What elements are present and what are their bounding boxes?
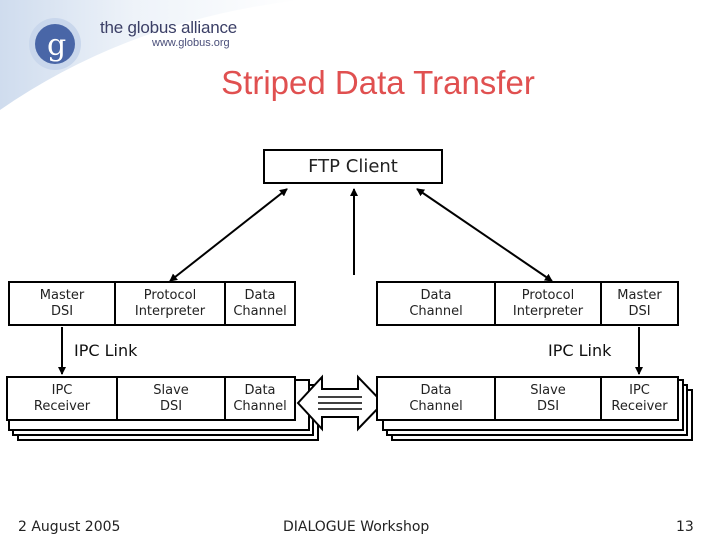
ipc-link-left-label: IPC Link (74, 341, 138, 360)
globus-logo-icon: g (29, 18, 81, 70)
right-protocol-interpreter-label: Protocol Interpreter (512, 287, 584, 319)
right-data-channel-top-label: Data Channel (409, 287, 463, 319)
right-protocol-interpreter: Protocol Interpreter (494, 281, 602, 326)
left-data-channel-top-label: Data Channel (233, 287, 287, 319)
right-data-channel-bottom-label: Data Channel (409, 382, 463, 414)
right-data-channel-bottom: Data Channel (376, 376, 496, 421)
arrow-ftp-right (416, 188, 553, 282)
right-slave-dsi: Slave DSI (494, 376, 602, 421)
footer-event: DIALOGUE Workshop (283, 519, 430, 535)
left-data-channel-bottom: Data Channel (224, 376, 296, 421)
left-ipc-receiver: IPC Receiver (6, 376, 118, 421)
ipc-link-right-label: IPC Link (548, 341, 612, 360)
logo-url: www.globus.org (152, 37, 230, 49)
left-ipc-receiver-label: IPC Receiver (33, 382, 91, 414)
ftp-client-box: FTP Client (263, 149, 443, 184)
arrow-ftp-left (169, 188, 288, 282)
slide-title: Striped Data Transfer (221, 64, 535, 101)
right-master-dsi: Master DSI (600, 281, 679, 326)
left-slave-dsi: Slave DSI (116, 376, 226, 421)
right-slave-dsi-label: Slave DSI (530, 382, 566, 414)
left-master-dsi: Master DSI (8, 281, 116, 326)
right-data-channel-top: Data Channel (376, 281, 496, 326)
footer-date: 2 August 2005 (18, 519, 121, 535)
left-protocol-interpreter: Protocol Interpreter (114, 281, 226, 326)
left-master-dsi-label: Master DSI (39, 287, 85, 319)
right-ipc-receiver: IPC Receiver (600, 376, 679, 421)
left-data-channel-top: Data Channel (224, 281, 296, 326)
left-protocol-interpreter-label: Protocol Interpreter (134, 287, 206, 319)
left-data-channel-bottom-label: Data Channel (233, 382, 287, 414)
left-slave-dsi-label: Slave DSI (153, 382, 189, 414)
right-master-dsi-label: Master DSI (617, 287, 662, 319)
right-ipc-receiver-label: IPC Receiver (611, 382, 668, 414)
logo-name: the globus alliance (100, 18, 238, 37)
logo-letter: g (47, 28, 66, 63)
header-logo-banner: g (0, 0, 300, 110)
ftp-client-label: FTP Client (308, 155, 398, 177)
footer-page-number: 13 (676, 519, 694, 535)
